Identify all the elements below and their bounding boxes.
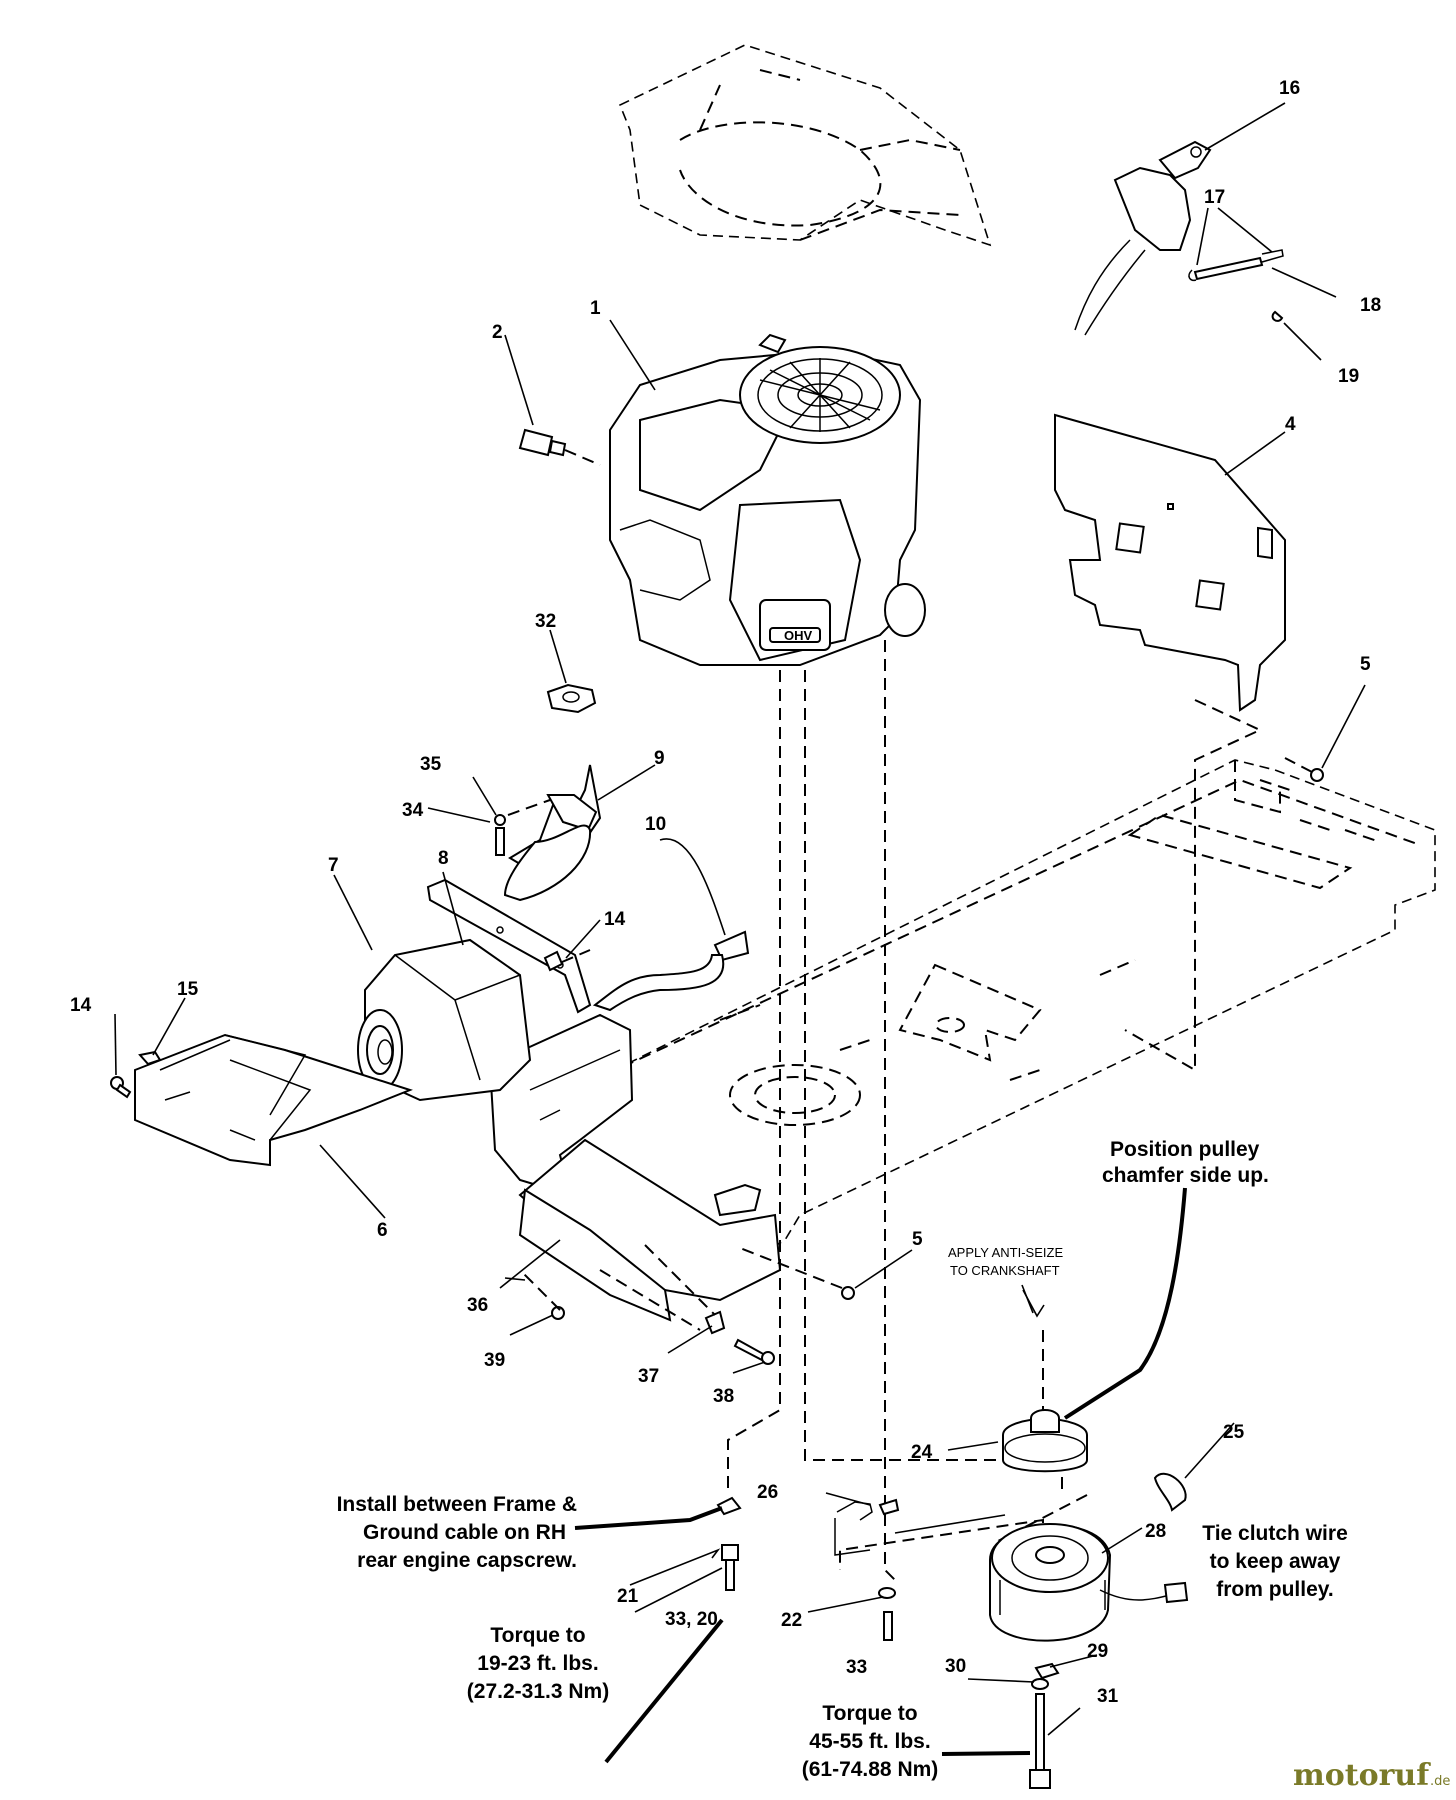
watermark-suffix: .de bbox=[1430, 1774, 1450, 1789]
label-37: 37 bbox=[638, 1366, 659, 1387]
label-22: 22 bbox=[781, 1610, 802, 1631]
note-ground: Install between Frame & Ground cable on … bbox=[337, 1493, 577, 1572]
ground-cable bbox=[834, 1498, 900, 1556]
label-29: 29 bbox=[1087, 1641, 1108, 1662]
tractor-frame bbox=[584, 759, 1436, 1256]
label-8: 8 bbox=[438, 848, 449, 869]
note-antiseize: APPLY ANTI-SEIZE TO CRANKSHAFT bbox=[948, 1245, 1063, 1278]
note-torque1-line2: 19-23 ft. lbs. bbox=[477, 1652, 598, 1675]
note-pulley-line2: chamfer side up. bbox=[1102, 1164, 1269, 1187]
label-7: 7 bbox=[328, 855, 339, 876]
note-torque2-line3: (61-74.88 Nm) bbox=[802, 1758, 939, 1781]
wire-clip bbox=[1153, 1472, 1187, 1512]
note-torque2-line2: 45-55 ft. lbs. bbox=[809, 1730, 930, 1753]
label-6: 6 bbox=[377, 1220, 388, 1241]
note-ground-line1: Install between Frame & bbox=[337, 1493, 577, 1516]
note-torque1-line3: (27.2-31.3 Nm) bbox=[467, 1680, 609, 1703]
pulley bbox=[1002, 1409, 1088, 1473]
muffler bbox=[357, 938, 532, 1102]
label-26: 26 bbox=[757, 1482, 778, 1503]
label-24: 24 bbox=[911, 1442, 933, 1463]
ground-capscrew bbox=[716, 1496, 742, 1591]
label-35: 35 bbox=[420, 754, 442, 775]
label-30: 30 bbox=[945, 1656, 966, 1677]
watermark: motoruf .de bbox=[1293, 1758, 1450, 1793]
exhaust-pipe-right bbox=[592, 930, 750, 1012]
heat-shield bbox=[1054, 413, 1286, 712]
mount-hardware bbox=[519, 1244, 775, 1365]
exhaust-pipe-left bbox=[503, 764, 602, 902]
label-18: 18 bbox=[1360, 295, 1381, 316]
screw-5-upper bbox=[1284, 757, 1324, 782]
label-5-lower: 5 bbox=[912, 1229, 923, 1250]
note-torque1-line1: Torque to bbox=[490, 1624, 585, 1647]
note-pulley: Position pulley chamfer side up. bbox=[1102, 1138, 1269, 1187]
note-clutch-line3: from pulley. bbox=[1216, 1578, 1333, 1601]
label-36: 36 bbox=[467, 1295, 488, 1316]
leader-lines bbox=[114, 102, 1366, 1736]
label-5-upper: 5 bbox=[1360, 654, 1371, 675]
muffler-guard bbox=[134, 1033, 413, 1167]
note-ground-line2: Ground cable on RH bbox=[363, 1521, 566, 1544]
note-clutch-line2: to keep away bbox=[1210, 1550, 1341, 1573]
note-clutch-line1: Tie clutch wire bbox=[1202, 1522, 1348, 1545]
exhaust-fasteners bbox=[494, 799, 551, 856]
oil-sensor bbox=[518, 428, 601, 466]
engine: OHV bbox=[609, 333, 926, 666]
label-2: 2 bbox=[492, 322, 503, 343]
note-ground-line3: rear engine capscrew. bbox=[357, 1549, 577, 1572]
label-33-20: 33, 20 bbox=[665, 1609, 718, 1630]
label-33: 33 bbox=[846, 1657, 867, 1678]
label-34: 34 bbox=[402, 800, 424, 821]
note-antiseize-line2: TO CRANKSHAFT bbox=[950, 1263, 1060, 1278]
label-32: 32 bbox=[535, 611, 556, 632]
note-torque-1: Torque to 19-23 ft. lbs. (27.2-31.3 Nm) bbox=[467, 1624, 609, 1703]
pto-clutch bbox=[989, 1523, 1189, 1642]
watermark-name: motoruf bbox=[1293, 1758, 1431, 1793]
throttle-control bbox=[1074, 140, 1284, 336]
clutch-bolt bbox=[1029, 1662, 1060, 1789]
part-labels: 1 2 4 5 5 6 7 8 9 10 14 14 15 16 17 18 1… bbox=[70, 78, 1381, 1707]
label-10: 10 bbox=[645, 814, 666, 835]
label-25: 25 bbox=[1223, 1422, 1245, 1443]
label-39: 39 bbox=[484, 1350, 505, 1371]
label-17: 17 bbox=[1204, 187, 1225, 208]
hood-shroud bbox=[618, 44, 992, 247]
clip-15 bbox=[138, 1050, 162, 1066]
label-14-lower: 14 bbox=[70, 995, 92, 1016]
screw-5-lower bbox=[739, 1247, 855, 1300]
label-31: 31 bbox=[1097, 1686, 1119, 1707]
label-19: 19 bbox=[1338, 366, 1359, 387]
ohv-badge: OHV bbox=[784, 628, 813, 643]
bolt-14-upper bbox=[543, 949, 591, 972]
label-14-upper: 14 bbox=[604, 909, 626, 930]
label-21: 21 bbox=[617, 1586, 639, 1607]
label-15: 15 bbox=[177, 979, 199, 1000]
label-9: 9 bbox=[654, 748, 665, 769]
label-28: 28 bbox=[1145, 1521, 1166, 1542]
note-arrows bbox=[574, 1187, 1187, 1764]
note-torque-2: Torque to 45-55 ft. lbs. (61-74.88 Nm) bbox=[802, 1702, 939, 1781]
bolt-14-lower bbox=[110, 1076, 132, 1099]
label-16: 16 bbox=[1279, 78, 1300, 99]
label-38: 38 bbox=[713, 1386, 734, 1407]
note-antiseize-line1: APPLY ANTI-SEIZE bbox=[948, 1245, 1063, 1260]
note-clutch: Tie clutch wire to keep away from pulley… bbox=[1202, 1522, 1348, 1601]
note-torque2-line1: Torque to bbox=[822, 1702, 917, 1725]
washer-22 bbox=[878, 1587, 896, 1641]
label-4: 4 bbox=[1285, 414, 1296, 435]
label-1: 1 bbox=[590, 298, 601, 319]
note-pulley-line1: Position pulley bbox=[1110, 1138, 1260, 1161]
exhaust-gasket bbox=[546, 683, 597, 714]
